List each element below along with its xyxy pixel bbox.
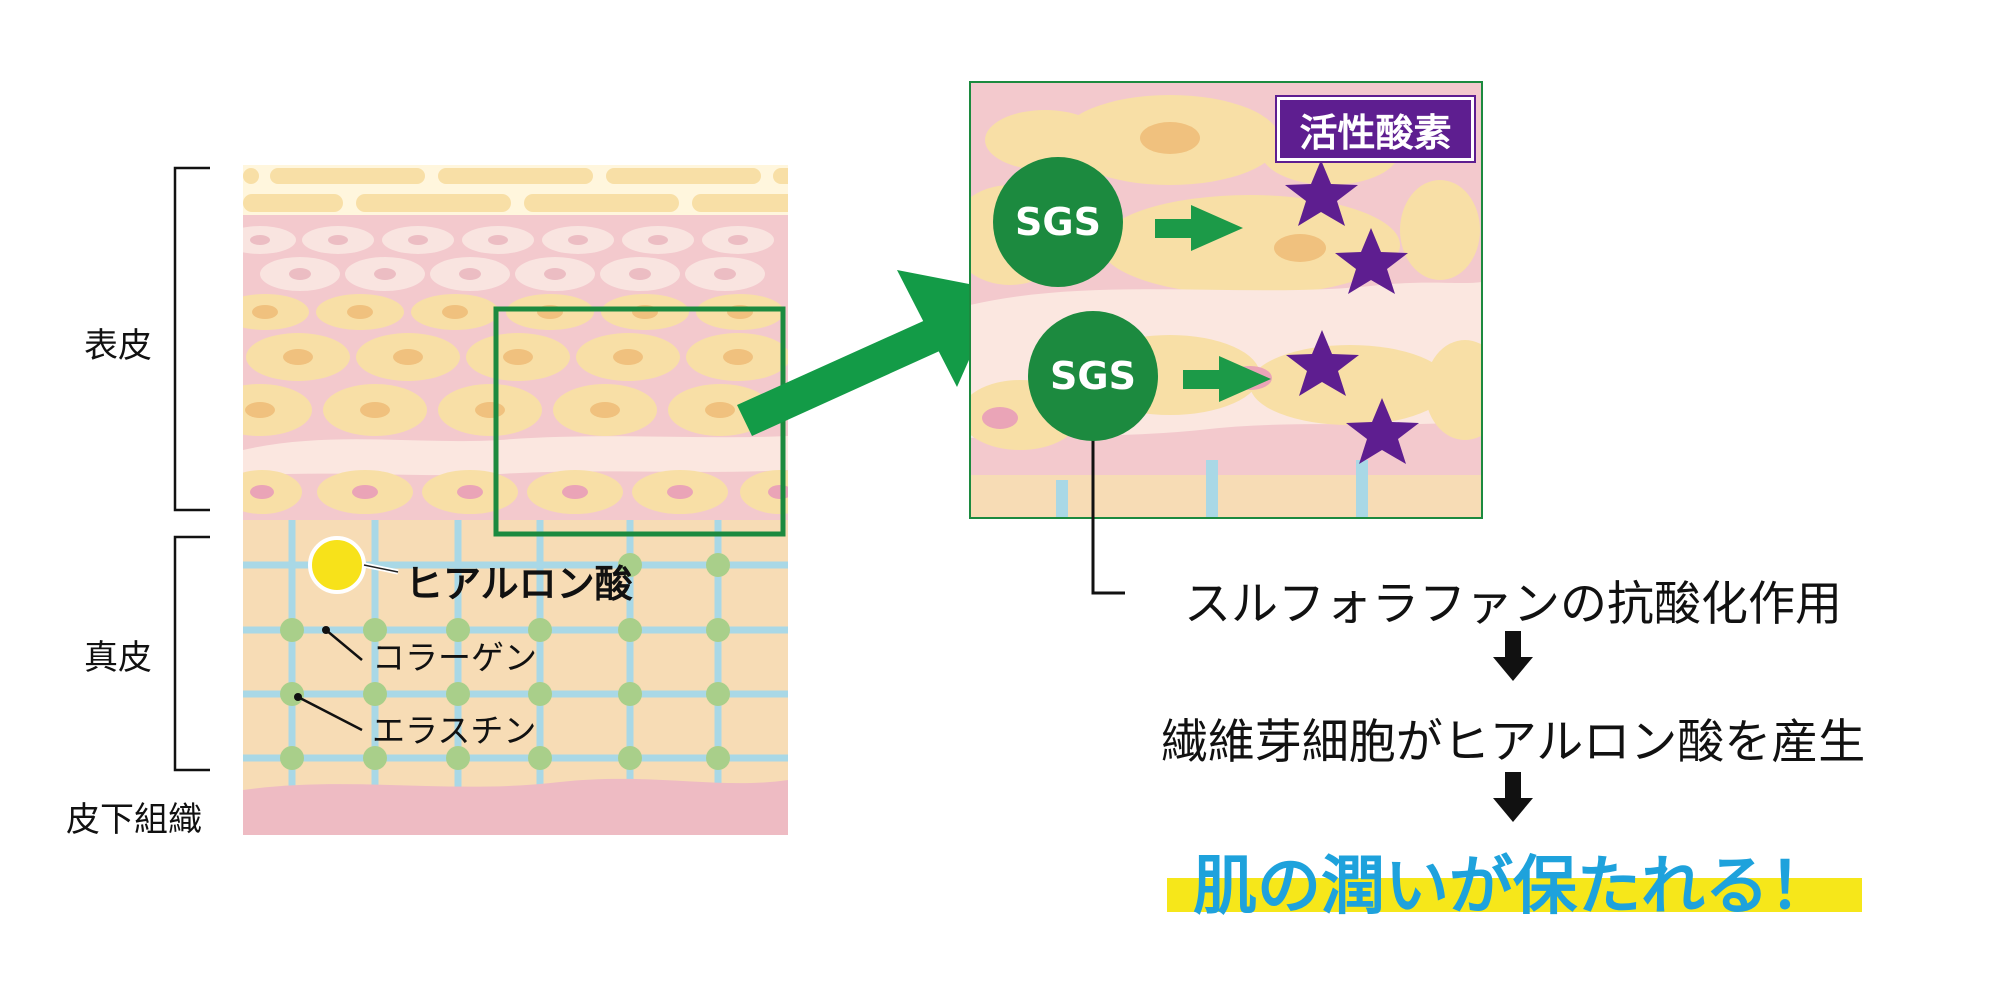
active-oxygen-label: 活性酸素: [1299, 110, 1452, 155]
arrow-down-icon: [1493, 631, 1533, 822]
epidermis-bracket: [173, 166, 210, 512]
label-hyaluronic-acid: ヒアルロン酸: [405, 562, 633, 606]
hyaluronic-acid-dot: [308, 536, 366, 594]
label-collagen: コラーゲン: [372, 638, 537, 677]
fiber-nodes: [280, 553, 730, 770]
active-oxygen-tag: 活性酸素: [1277, 97, 1474, 161]
sgs-label: SGS: [1050, 354, 1136, 398]
star-icon: [1285, 160, 1419, 464]
label-dermis: 真皮: [84, 638, 152, 678]
sgs-molecule: SGS: [993, 157, 1123, 287]
sgs-molecule: SGS: [1028, 311, 1158, 441]
conclusion-highlight: [1167, 878, 1862, 912]
skin-layers: [243, 165, 788, 835]
dermis-bracket: [173, 535, 210, 772]
label-subcutaneous: 皮下組織: [66, 800, 202, 840]
label-elastin: エラスチン: [372, 711, 537, 750]
flow-step-hyaluronic-production: 繊維芽細胞がヒアルロン酸を産生: [1160, 715, 1866, 770]
sgs-label: SGS: [1015, 200, 1101, 244]
connector-line: [1091, 400, 1125, 595]
flow-conclusion: 肌の潤いが保たれる！: [1193, 850, 1833, 924]
arrow-right-icon: [1155, 205, 1271, 402]
flow-step-antioxidant: スルフォラファンの抗酸化作用: [1184, 577, 1842, 632]
label-epidermis: 表皮: [84, 326, 152, 366]
